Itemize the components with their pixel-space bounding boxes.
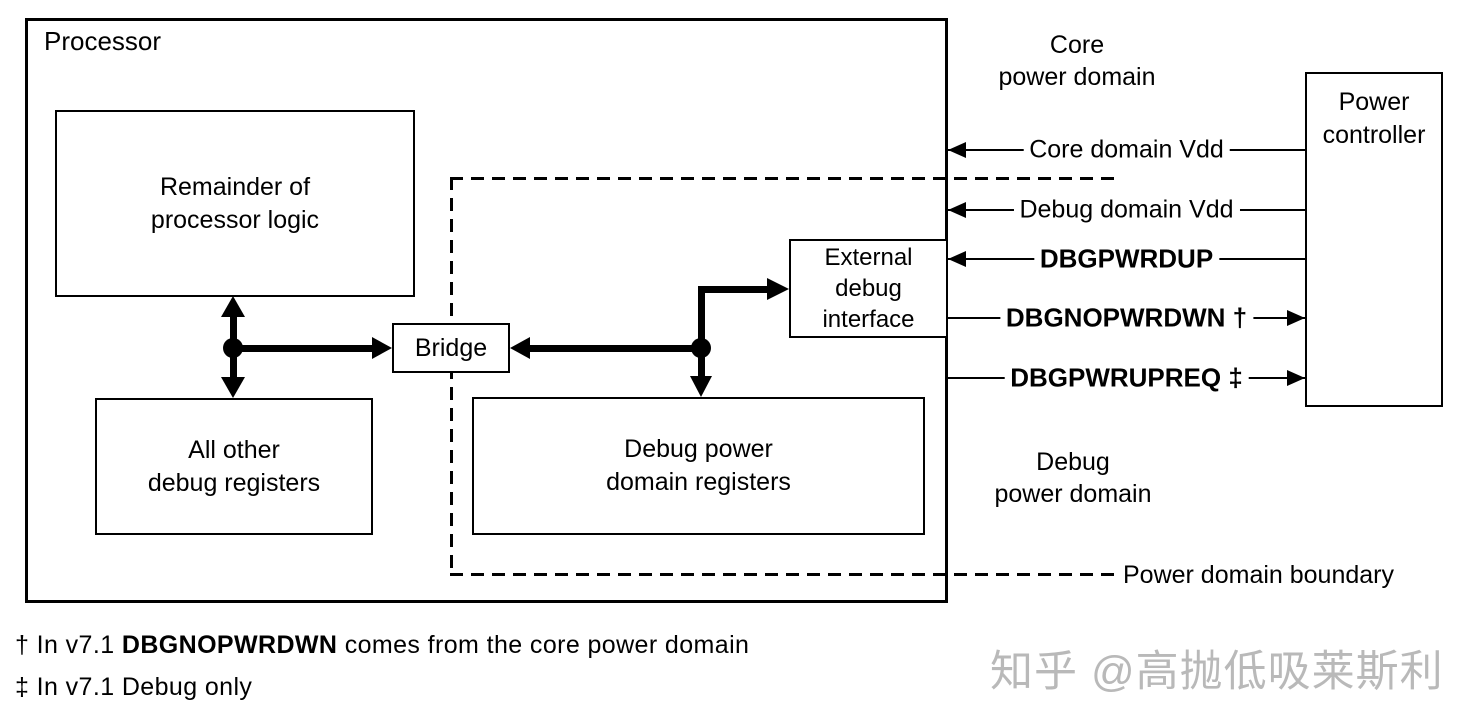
footnote-dagger: † In v7.1 DBGNOPWRDWN comes from the cor… bbox=[15, 631, 749, 660]
remainder-label-line1: Remainder of bbox=[159, 172, 311, 201]
boundary-dash-bottom bbox=[450, 573, 1117, 576]
bus-elbow-horizontal bbox=[698, 286, 768, 293]
debug-power-domain-registers-box: Debug power domain registers bbox=[472, 397, 925, 535]
arrow-left-icon bbox=[948, 202, 966, 218]
arrow-left-icon bbox=[948, 142, 966, 158]
signal-label: DBGPWRUPREQ ‡ bbox=[1004, 362, 1249, 394]
extdebug-label-line2: debug bbox=[835, 275, 902, 302]
bridge-box: Bridge bbox=[392, 323, 510, 373]
signal-label: Core domain Vdd bbox=[1023, 135, 1230, 165]
debug-power-domain-line1: Debug bbox=[1036, 448, 1110, 476]
allother-label-line1: All other bbox=[188, 435, 280, 464]
debug-power-domain-line2: power domain bbox=[994, 480, 1152, 508]
core-power-domain-line2: power domain bbox=[998, 63, 1156, 91]
powerctrl-label-line2: controller bbox=[1322, 121, 1426, 149]
bus-to-bridge-right bbox=[530, 345, 705, 352]
processor-label: Processor bbox=[44, 26, 162, 56]
remainder-of-processor-logic-box: Remainder of processor logic bbox=[55, 110, 415, 297]
footnote-dagger-prefix: † In v7.1 bbox=[15, 631, 122, 659]
boundary-dash-vertical bbox=[450, 177, 453, 575]
signal-label: DBGPWRDUP bbox=[1033, 243, 1220, 275]
extdebug-label-line3: interface bbox=[822, 306, 915, 333]
all-other-debug-registers-box: All other debug registers bbox=[95, 398, 373, 535]
arrow-right-into-bridge-icon bbox=[372, 337, 392, 359]
arrow-right-icon bbox=[1287, 310, 1305, 326]
bus-up-to-ext-debug bbox=[698, 286, 705, 352]
signal-label: Debug domain Vdd bbox=[1013, 195, 1240, 225]
power-domain-boundary-label: Power domain boundary bbox=[1123, 561, 1394, 589]
allother-label-line2: debug registers bbox=[147, 468, 321, 497]
core-power-domain-line1: Core bbox=[1049, 31, 1105, 59]
arrow-left-icon bbox=[948, 251, 966, 267]
external-debug-interface-box: External debug interface bbox=[789, 239, 948, 338]
arrow-right-icon bbox=[1287, 370, 1305, 386]
debug-power-domain-label: Debug power domain bbox=[983, 446, 1163, 510]
bus-down-to-debug-regs bbox=[698, 348, 705, 377]
arrow-left-into-bridge-icon bbox=[510, 337, 530, 359]
core-power-domain-label: Core power domain bbox=[986, 29, 1168, 93]
extdebug-label-line1: External bbox=[824, 244, 913, 271]
bus-to-bridge-left bbox=[233, 345, 373, 352]
footnote-dagger-suffix: comes from the core power domain bbox=[337, 631, 750, 659]
power-controller-box: Power controller bbox=[1305, 72, 1443, 407]
boundary-dash-top bbox=[450, 177, 1117, 180]
bridge-label: Bridge bbox=[414, 333, 488, 362]
footnote-double-dagger: ‡ In v7.1 Debug only bbox=[15, 673, 253, 701]
signal-label: DBGNOPWRDWN † bbox=[999, 302, 1254, 334]
remainder-label-line2: processor logic bbox=[150, 205, 320, 234]
arrow-up-icon bbox=[221, 296, 245, 317]
arrow-right-into-ext-debug-icon bbox=[767, 278, 789, 300]
debugregs-label-line1: Debug power bbox=[624, 435, 773, 463]
footnote-dagger-signal: DBGNOPWRDWN bbox=[121, 631, 338, 659]
debugregs-label-line2: domain registers bbox=[606, 468, 791, 496]
zhihu-watermark: 知乎 @高抛低吸莱斯利 bbox=[990, 648, 1444, 696]
powerctrl-label-line1: Power bbox=[1338, 88, 1410, 116]
arrow-down-icon bbox=[221, 377, 245, 398]
arrow-down-into-debug-regs-icon bbox=[690, 376, 712, 397]
